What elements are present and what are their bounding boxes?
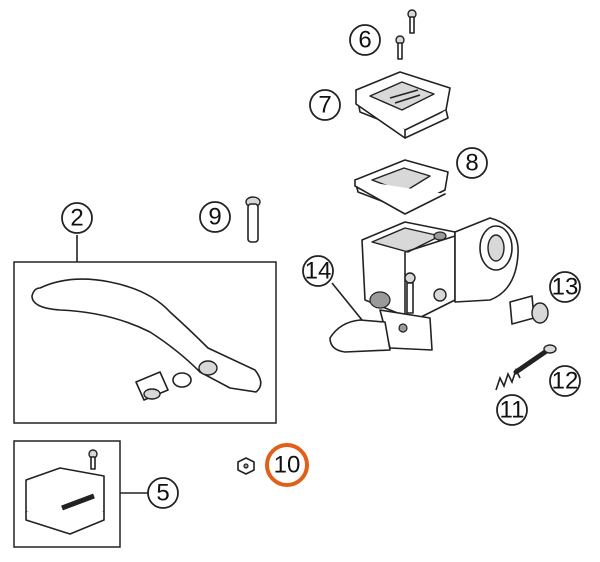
part-8-gasket[interactable] <box>354 159 449 215</box>
callout-12-label: 12 <box>552 368 579 395</box>
callout-6-label: 6 <box>358 27 371 54</box>
part-7-reservoir-cover[interactable] <box>355 71 451 139</box>
callout-8-label: 8 <box>465 150 478 177</box>
callout-14-label: 14 <box>305 258 332 285</box>
callout-2-label: 2 <box>70 205 83 232</box>
callout-7-label: 7 <box>318 92 331 119</box>
part-11-spring[interactable] <box>495 367 521 391</box>
callout-14[interactable]: 14 <box>302 255 334 287</box>
part-6-screws[interactable] <box>395 9 417 60</box>
callout-13[interactable]: 13 <box>549 271 581 303</box>
callout-7[interactable]: 7 <box>309 89 341 121</box>
part-2-lever-assembly[interactable] <box>13 261 277 424</box>
callout-9[interactable]: 9 <box>199 201 231 233</box>
part-10-nut[interactable] <box>237 457 255 475</box>
part-9-bolt[interactable] <box>245 196 261 243</box>
callout-10-label: 10 <box>274 452 301 479</box>
callout-10[interactable]: 10 <box>265 443 309 487</box>
part-13-bolt[interactable] <box>509 295 549 325</box>
master-cylinder-body[interactable] <box>329 217 519 353</box>
callout-2[interactable]: 2 <box>61 202 93 234</box>
part-5-bracket-assembly[interactable] <box>13 440 121 548</box>
callout-9-label: 9 <box>208 204 221 231</box>
leader-14 <box>331 282 363 321</box>
callout-13-label: 13 <box>552 274 579 301</box>
callout-6[interactable]: 6 <box>349 24 381 56</box>
callout-11[interactable]: 11 <box>496 394 528 426</box>
callout-11-label: 11 <box>500 397 525 424</box>
callout-5[interactable]: 5 <box>147 477 179 509</box>
part-12-pin[interactable] <box>513 344 557 375</box>
callout-12[interactable]: 12 <box>549 365 581 397</box>
callout-5-label: 5 <box>156 480 169 507</box>
callout-8[interactable]: 8 <box>456 147 488 179</box>
